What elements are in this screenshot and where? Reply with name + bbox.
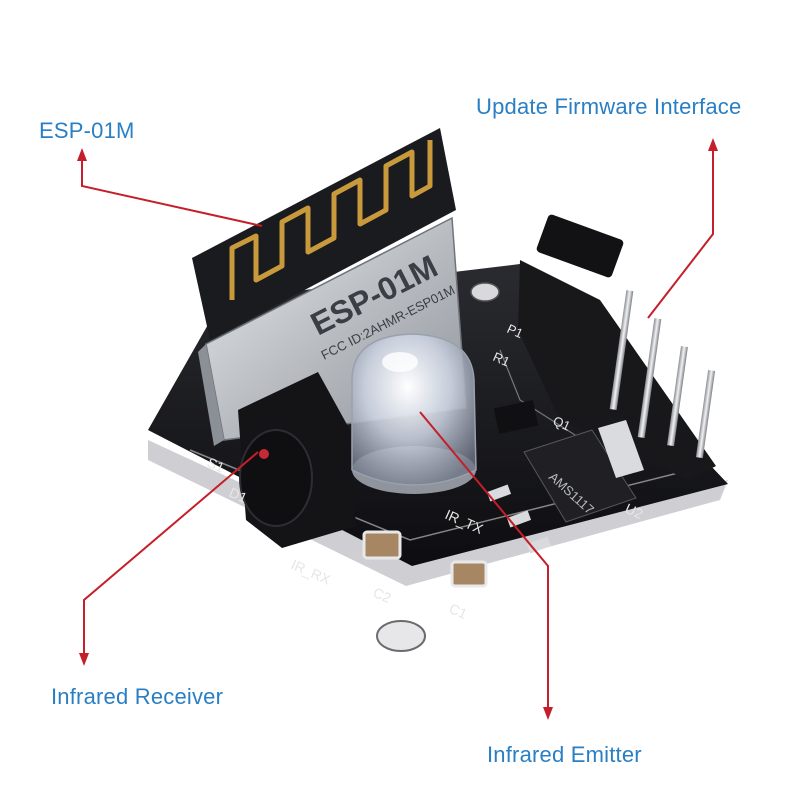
jumper-cap [536,214,624,278]
leader-receiver [83,451,259,658]
header-pin-3 [667,346,688,447]
leader-emitter-arrowhead [543,707,553,720]
transistor-q1 [493,400,539,434]
silk-s1: S1 [205,454,227,476]
leader-emitter [419,411,549,712]
ir-emitter-led [351,333,477,486]
header-pin-4 [695,370,716,459]
silk-u2: U2 [623,500,646,522]
antenna-trace [229,140,433,300]
silk-d1: D1 [227,484,250,506]
callout-firmware-interface: Update Firmware Interface [476,94,742,119]
mounting-hole [376,620,426,652]
ir-receiver-highlight [259,449,269,459]
silk-c2: C2 [371,584,394,606]
regulator-lead-1 [486,484,512,502]
capacitor-c2 [362,530,402,560]
leader-receiver-arrowhead [79,653,89,666]
header-pin-1 [609,290,634,410]
leader-firmware [647,146,714,319]
leader-esp01m [81,156,263,227]
ir-emitter-top-glare [382,352,418,372]
silk-ir-rx: IR_RX [289,556,334,588]
mounting-hole-top [470,282,500,302]
silk-r1: R1 [491,349,512,369]
regulator-tab [598,420,644,478]
esp01m-antenna-board [192,128,456,340]
capacitor-c1 [450,560,488,588]
silk-c1: C1 [447,600,470,622]
regulator-ams1117 [523,429,637,523]
header-pin-2 [637,318,662,438]
leader-firmware-arrowhead [708,138,718,151]
leader-lines [77,138,718,720]
callout-esp01m: ESP-01M [39,118,135,143]
leader-esp01m-arrowhead [77,148,87,161]
callout-infrared-receiver: Infrared Receiver [51,684,224,709]
silk-q1: Q1 [551,413,573,434]
callout-infrared-emitter: Infrared Emitter [487,742,642,767]
silk-p1: P1 [505,321,526,341]
ir-receiver-dome [239,429,313,527]
esp01m-shield-side [198,344,224,446]
